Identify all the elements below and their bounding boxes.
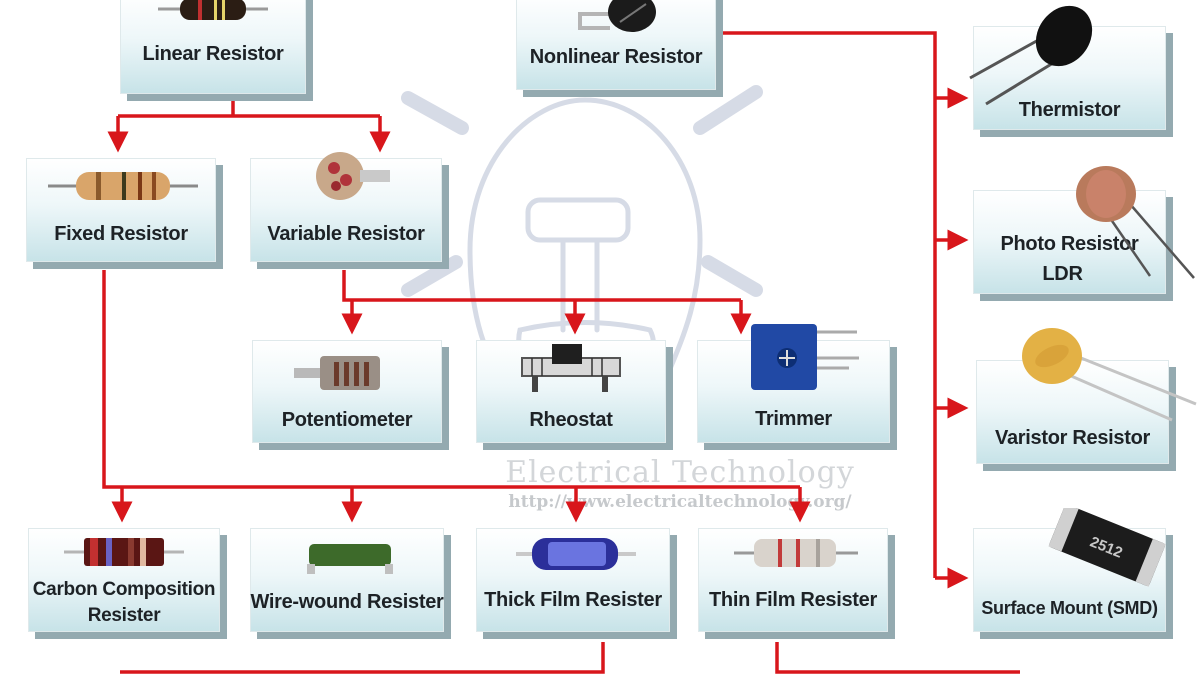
node-label-line-2: Resister: [87, 605, 161, 626]
node-label: Varistor Resistor: [995, 427, 1150, 449]
node-label: Thermistor: [1018, 99, 1121, 121]
wirewound-resistor-icon: [307, 544, 393, 574]
node-label-line-1: Carbon Composition: [32, 579, 216, 600]
node-fixed-resistor: Fixed Resistor: [26, 158, 223, 269]
ldr-icon: [1076, 166, 1195, 279]
node-label-line-1: Photo Resistor: [1000, 233, 1139, 255]
node-rheostat: Rheostat: [476, 340, 673, 450]
node-carbon-composition-resister: Carbon Composition Resister: [28, 528, 227, 639]
node-label: Variable Resistor: [267, 223, 425, 245]
rheostat-icon: [521, 344, 621, 392]
node-photo-resistor-ldr: Photo Resistor LDR: [973, 190, 1173, 301]
node-potentiometer: Potentiometer: [252, 340, 449, 450]
connector-thickfilm-continuation: [120, 642, 605, 674]
thick-film-resistor-icon: [516, 538, 636, 570]
node-label: Surface Mount (SMD): [981, 598, 1158, 618]
watermark-title: Electrical Technology: [505, 455, 855, 490]
watermark-filament: [525, 197, 631, 243]
node-label: Thin Film Resister: [709, 589, 877, 611]
node-label: Potentiometer: [281, 409, 413, 431]
watermark-bulb: [467, 97, 703, 423]
smd-resistor-icon: 2512: [1048, 508, 1166, 587]
watermark-ray: [693, 85, 763, 135]
connector-nonlinear-bus: [718, 31, 937, 578]
trimmer-icon: [751, 324, 859, 390]
node-label: Trimmer: [755, 408, 832, 430]
varistor-icon: [1022, 328, 1197, 422]
node-nonlinear-resistor: Nonlinear Resistor: [516, 0, 723, 97]
axial-resistor-icon: [158, 0, 268, 20]
thermistor-icon: [969, 5, 1093, 106]
watermark-ray: [401, 91, 469, 135]
node-thick-film-resister: Thick Film Resister: [476, 528, 677, 639]
connector-variable-bus: [342, 270, 741, 302]
axial-resistor-icon: [48, 172, 198, 200]
node-thin-film-resister: Thin Film Resister: [698, 528, 895, 639]
node-label: Nonlinear Resistor: [529, 46, 703, 68]
node-linear-resistor: Linear Resistor: [120, 0, 313, 101]
node-variable-resistor: Variable Resistor: [250, 152, 449, 269]
node-wire-wound-resister: Wire-wound Resister: [250, 528, 451, 639]
node-label: Wire-wound Resister: [250, 591, 444, 613]
rotary-pot-icon: [316, 152, 390, 200]
thin-film-resistor-icon: [734, 539, 858, 567]
node-label-line-2: LDR: [1042, 263, 1083, 285]
watermark-url: http://www.electricaltechnology.org/: [508, 492, 852, 512]
connector-fixed-bus: [102, 270, 800, 489]
potentiometer-icon: [294, 356, 380, 390]
connector-thinfilm-continuation: [775, 642, 1020, 674]
node-label: Fixed Resistor: [54, 223, 188, 245]
node-label: Thick Film Resister: [484, 589, 662, 611]
thermistor-disc-icon: [578, 0, 656, 32]
node-label: Rheostat: [529, 409, 613, 431]
node-label: Linear Resistor: [142, 43, 284, 65]
carbon-resistor-icon: [64, 538, 184, 566]
watermark-ray: [701, 255, 763, 297]
node-trimmer: Trimmer: [697, 324, 897, 450]
